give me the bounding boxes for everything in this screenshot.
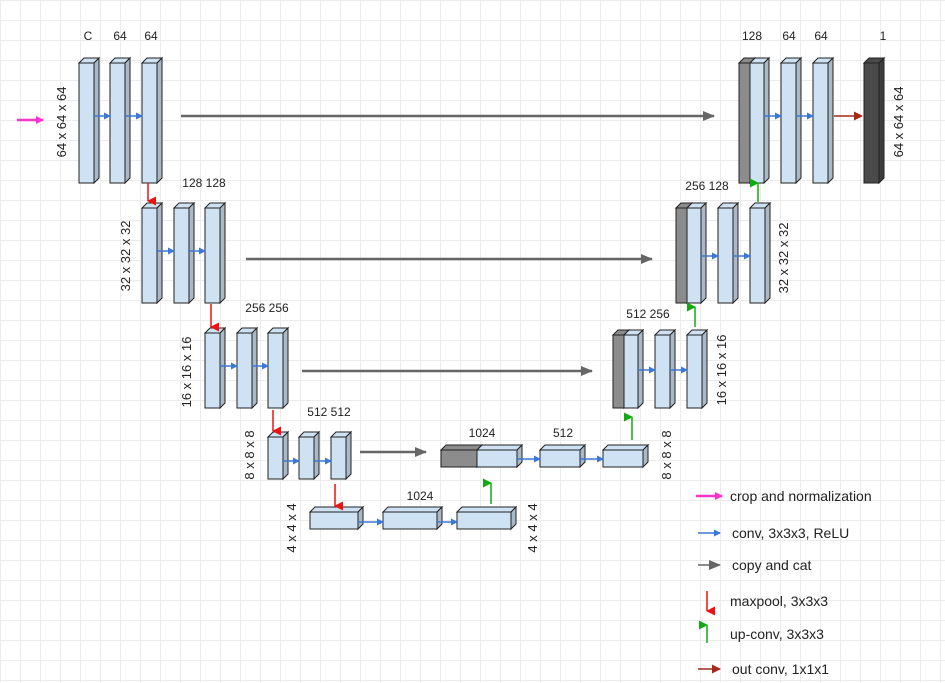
d1-channel-64a: 64 (782, 29, 796, 43)
d2-block-conv2 (748, 201, 772, 305)
d1-channel-128: 128 (742, 29, 762, 43)
bottleneck-block-conv1 (381, 505, 444, 531)
dimension-labels: 64 x 64 x 64 64 x 64 x 64 32 x 32 x 32 3… (54, 87, 906, 553)
d4-conv-channels: 512 (553, 426, 573, 440)
legend: crop and normalization conv, 3x3x3, ReLU… (696, 488, 872, 677)
d4-concat-channels: 1024 (469, 426, 496, 440)
bottleneck-channels: 1024 (407, 489, 434, 503)
l4-right-dim: 8 x 8 x 8 (659, 430, 674, 479)
legend-item-upconv: up-conv, 3x3x3 (699, 620, 824, 643)
l4-block-pool (266, 430, 290, 481)
l1-block-conv1 (108, 56, 132, 185)
d4-block-conv1 (538, 443, 587, 469)
l3-block-conv1 (235, 326, 259, 410)
l2-block-conv1 (172, 201, 196, 305)
l2-block-pool (140, 201, 164, 305)
l1-right-dim: 64 x 64 x 64 (891, 87, 906, 158)
l4-channels: 512 512 (307, 405, 351, 419)
l2-right-dim: 32 x 32 x 32 (776, 223, 791, 294)
l4-block-conv2 (329, 430, 353, 481)
l3-left-dim: 16 x 16 x 16 (179, 337, 194, 408)
bottleneck-right-dim: 4 x 4 x 4 (525, 503, 540, 552)
legend-item-copy: copy and cat (698, 557, 811, 573)
d2-block-conv1 (716, 201, 740, 305)
l2-channels: 128 128 (182, 176, 226, 190)
channel-labels: C 64 64 128 128 256 256 512 512 1024 102… (84, 29, 887, 503)
legend-label-upconv: up-conv, 3x3x3 (730, 626, 824, 642)
l1-block-input (77, 56, 101, 185)
legend-item-conv: conv, 3x3x3, ReLU (698, 525, 849, 541)
legend-label-maxpool: maxpool, 3x3x3 (730, 593, 828, 609)
legend-label-conv: conv, 3x3x3, ReLU (732, 525, 849, 541)
l1-left-dim: 64 x 64 x 64 (54, 87, 69, 158)
d1-block-conv2 (811, 56, 835, 185)
d2-block-up (685, 201, 708, 305)
bottleneck-block-pool (308, 505, 365, 531)
d4-block-conv2 (601, 443, 650, 469)
output-channel-1: 1 (880, 29, 887, 43)
d1-channel-64b: 64 (814, 29, 828, 43)
l2-left-dim: 32 x 32 x 32 (118, 221, 133, 292)
l1-channel-c: C (84, 29, 93, 43)
l4-block-conv1 (297, 430, 321, 481)
l1-channel-64a: 64 (113, 29, 127, 43)
output-block (862, 56, 886, 185)
l1-channel-64b: 64 (144, 29, 158, 43)
legend-item-input: crop and normalization (696, 488, 872, 504)
l3-channels: 256 256 (245, 301, 289, 315)
d1-block-conv1 (779, 56, 803, 185)
l1-block-conv2 (140, 56, 164, 185)
d2-channels: 256 128 (685, 179, 729, 193)
d3-block-up (622, 328, 645, 410)
legend-label-outconv: out conv, 1x1x1 (732, 661, 829, 677)
bottleneck-block-conv2 (455, 505, 518, 531)
d4-block-copy (439, 443, 484, 469)
l2-block-conv2 (203, 201, 227, 305)
feature-map-blocks (77, 56, 886, 531)
d4-block-up (475, 443, 524, 469)
bottleneck-left-dim: 4 x 4 x 4 (284, 503, 299, 552)
l4-left-dim: 8 x 8 x 8 (242, 430, 257, 479)
legend-label-copy: copy and cat (732, 557, 811, 573)
legend-item-maxpool: maxpool, 3x3x3 (706, 591, 828, 616)
l3-block-conv2 (266, 326, 290, 410)
l3-block-pool (203, 326, 227, 410)
legend-item-outconv: out conv, 1x1x1 (698, 661, 829, 677)
d3-channels: 512 256 (626, 307, 670, 321)
d3-block-conv1 (653, 328, 677, 410)
d1-block-up (748, 56, 771, 185)
connection-arrows (17, 111, 863, 526)
legend-label-input: crop and normalization (730, 488, 872, 504)
l3-right-dim: 16 x 16 x 16 (714, 335, 729, 406)
d3-block-conv2 (685, 328, 709, 410)
